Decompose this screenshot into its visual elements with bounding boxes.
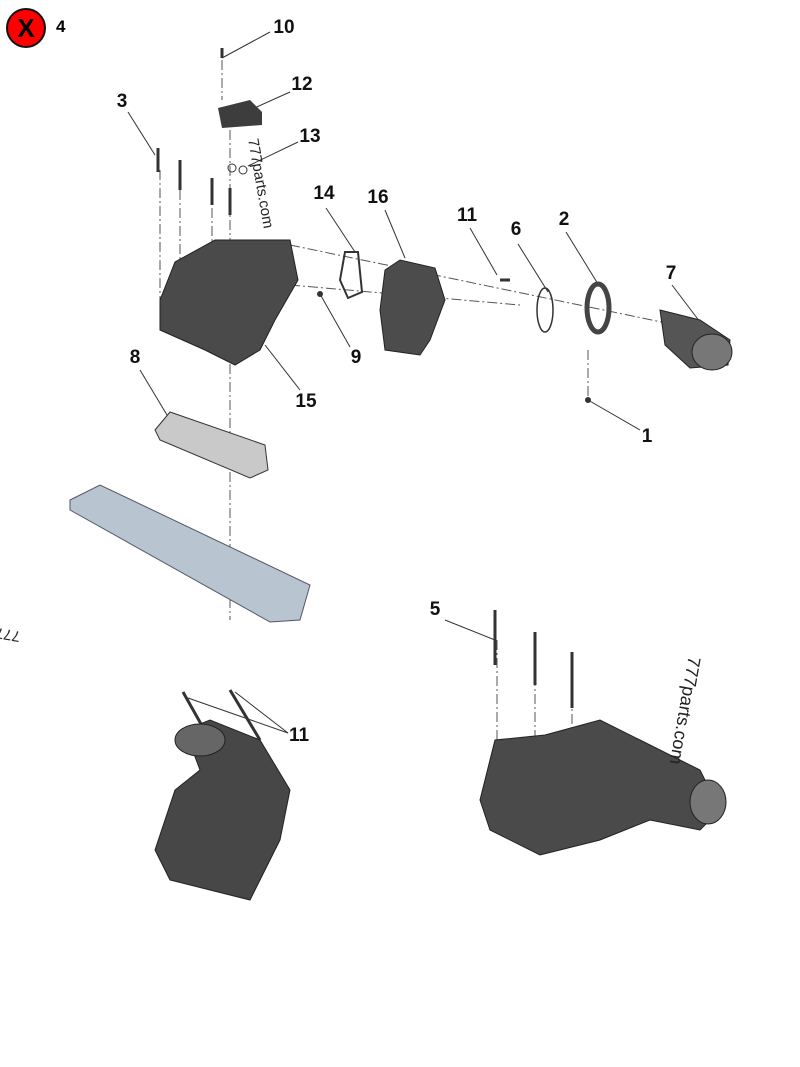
callout-11: 11 [456,205,478,226]
assembly-left-part [154,719,291,901]
callout-16: 16 [367,187,389,208]
bolts [156,48,574,741]
sensor-part [218,100,262,128]
callout-13: 13 [299,126,321,147]
assembly-lines [159,60,701,800]
x-circle-icon[interactable]: X [6,8,46,48]
manifold-part [159,239,299,366]
callout-7: 7 [665,263,677,284]
callout-11-lower: 11 [288,725,310,746]
callout-9: 9 [350,347,362,368]
badge-glyph: X [17,12,35,43]
intake-plate-part [69,484,311,623]
diagram-number: 4 [56,17,66,36]
callout-14: 14 [313,183,335,204]
callout-10: 10 [273,17,295,38]
leader-lines [127,31,701,734]
callout-8: 8 [129,347,141,368]
callout-6: 6 [510,219,522,240]
throttle-body-part [379,259,446,356]
callout-2: 2 [558,209,570,230]
callout-5: 5 [429,599,441,620]
callout-3: 3 [116,91,128,112]
callout-15: 15 [295,391,317,412]
callout-1: 1 [641,426,653,447]
callout-12: 12 [291,74,313,95]
